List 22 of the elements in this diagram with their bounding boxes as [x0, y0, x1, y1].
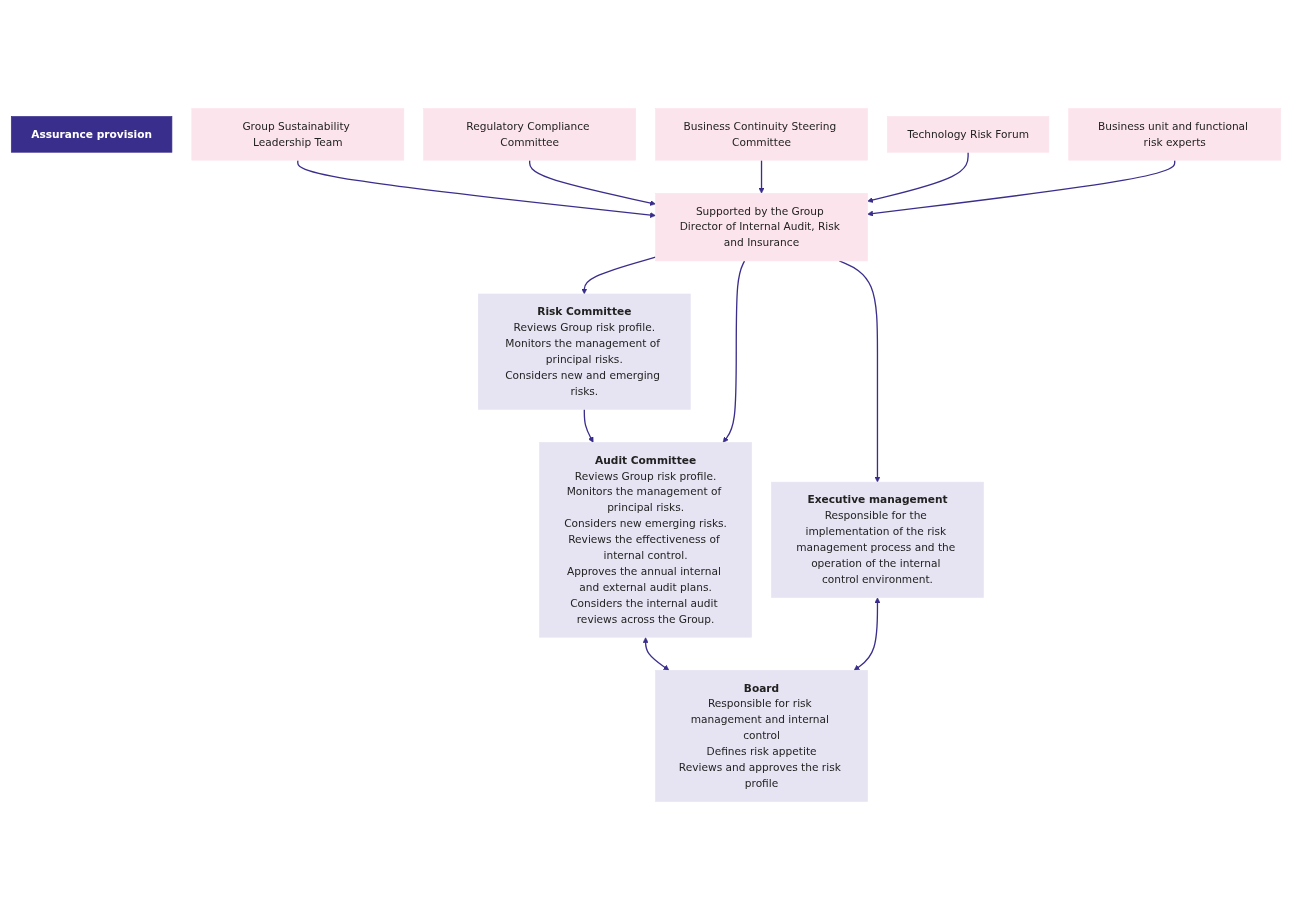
- arrow: [581, 256, 657, 295]
- node-box: Business Continuity Steering Committee: [655, 108, 868, 161]
- arrow: [867, 151, 969, 203]
- node-box: Board Responsible for risk management and internal control Defines risk appetite Reviews and approves the risk profile: [655, 669, 868, 802]
- node-box: Technology Risk Forum: [887, 116, 1050, 153]
- node-box: Assurance provision: [10, 116, 173, 153]
- arrow: [758, 159, 765, 194]
- arrow: [297, 159, 656, 218]
- arrow: [529, 159, 656, 206]
- arrow: [867, 159, 1176, 217]
- node-box: Executive management Responsible for the implementation of the risk management process and the operation of the internal control environment.: [771, 481, 984, 598]
- node-box: Risk Committee Reviews Group risk profile. Monitors the management of principal risks. Considers new and emerging risks.: [478, 293, 691, 410]
- node-box: Business unit and functional risk experts: [1068, 108, 1282, 161]
- node-box: Audit Committee Reviews Group risk profile. Monitors the management of principal risks. Considers new emerging risks. Reviews the effectiveness of internal control. Approves the annual internal and external audit plans. Considers the internal audit reviews across the Group.: [539, 442, 752, 638]
- arrow: [583, 408, 594, 443]
- arrow: [853, 597, 881, 671]
- arrow: [838, 260, 881, 483]
- arrow: [642, 637, 670, 671]
- node-box: Supported by the Group Director of Internal Audit, Risk and Insurance: [655, 193, 868, 262]
- arrow: [722, 260, 746, 443]
- node-box: Group Sustainability Leadership Team: [191, 108, 405, 161]
- node-box: Regulatory Compliance Committee: [423, 108, 636, 161]
